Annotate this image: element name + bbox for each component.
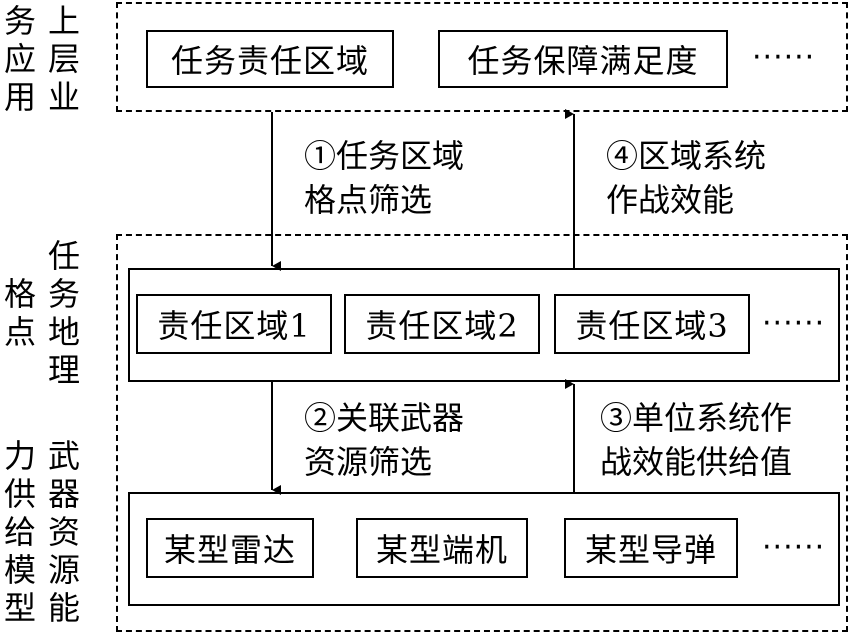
responsibility-area-1-box: 责任区域1 [136,294,332,354]
step3-line1: ③单位系统作 [600,399,793,437]
bottom-layer-label-col1: 力供给模型 [3,437,36,627]
radar-box: 某型雷达 [146,518,314,578]
middle-layer-label-col2: 任务地理 [47,237,80,389]
top-layer-frame [116,2,848,112]
task-responsibility-area-label: 任务责任区域 [170,42,369,80]
task-support-satisfaction-box: 任务保障满足度 [438,30,728,88]
middle-layer-ellipsis: ······ [762,306,826,341]
step1-label: ①任务区域 格点筛选 [304,134,464,222]
task-responsibility-area-box: 任务责任区域 [146,30,394,88]
responsibility-area-1-label: 责任区域1 [157,307,311,345]
task-support-satisfaction-label: 任务保障满足度 [467,42,699,80]
step4-line1: ④区域系统 [606,137,767,175]
step2-line1: ②关联武器 [304,399,465,437]
terminal-label: 某型端机 [375,531,508,569]
terminal-box: 某型端机 [356,518,528,578]
lower-layers-frame [116,234,848,632]
missile-label: 某型导弹 [584,531,717,569]
responsibility-area-3-box: 责任区域3 [554,294,750,354]
step1-line2: 格点筛选 [304,181,433,219]
top-layer-label-col1: 务应用 [3,2,36,116]
step2-line2: 资源筛选 [304,443,433,481]
bottom-layer-label-col2: 武器资源能 [47,437,80,627]
responsibility-area-2-label: 责任区域2 [365,307,519,345]
step2-label: ②关联武器 资源筛选 [304,396,464,484]
responsibility-area-3-label: 责任区域3 [575,307,729,345]
step4-label: ④区域系统 作战效能 [606,134,766,222]
responsibility-area-2-box: 责任区域2 [344,294,540,354]
top-layer-ellipsis: ······ [752,40,816,75]
middle-layer-label-col1: 格点 [3,275,36,351]
top-layer-label-col2: 上层业 [47,2,80,116]
bottom-layer-ellipsis: ······ [762,530,826,565]
radar-label: 某型雷达 [163,531,296,569]
step3-label: ③单位系统作 战效能供给值 [600,396,792,484]
missile-box: 某型导弹 [564,518,738,578]
step4-line2: 作战效能 [606,181,735,219]
step1-line1: ①任务区域 [304,137,465,175]
step3-line2: 战效能供给值 [600,443,793,481]
